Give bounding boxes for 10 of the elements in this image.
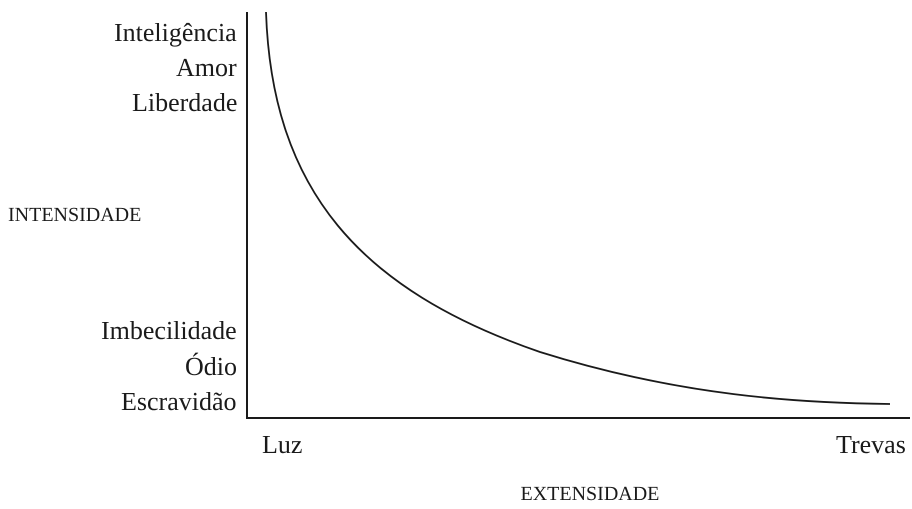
axis-end-label: Trevas xyxy=(836,432,906,458)
scale-label: Escravidão xyxy=(121,389,237,415)
scale-label: Ódio xyxy=(185,354,237,380)
scale-label: Imbecilidade xyxy=(101,318,237,344)
scale-label: Inteligência xyxy=(114,20,237,46)
axis-title: EXTENSIDADE xyxy=(520,484,660,504)
scale-label: Amor xyxy=(176,55,237,81)
scale-label: Liberdade xyxy=(132,90,238,116)
axis-title: INTENSIDADE xyxy=(8,205,142,225)
axis-end-label: Luz xyxy=(262,432,302,458)
